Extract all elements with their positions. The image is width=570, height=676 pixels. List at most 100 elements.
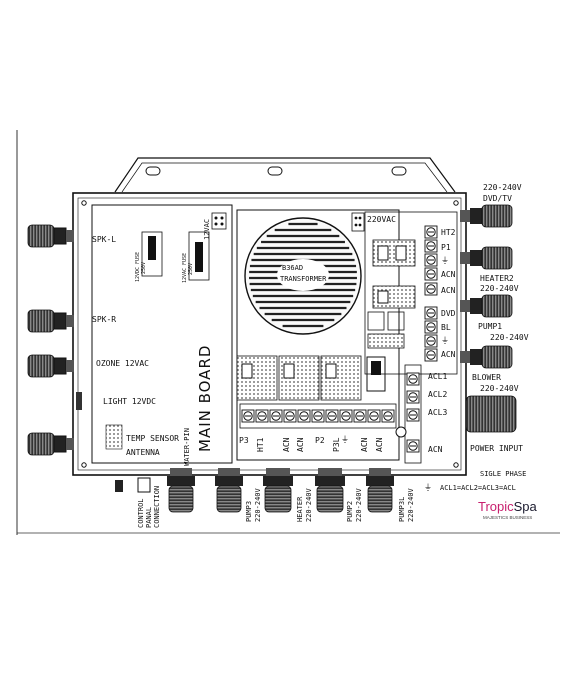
label-acl3: ACL3 xyxy=(428,408,447,417)
fuse-right xyxy=(195,242,203,272)
gland-pump2-thread xyxy=(318,468,342,476)
gland-pump3-thread xyxy=(218,468,240,476)
control-panel-connector-1 xyxy=(115,480,123,492)
labels: SPK-L SPK-R OZONE 12VAC LIGHT 12VDC TEMP… xyxy=(92,183,529,528)
label-pump1: PUMP1 xyxy=(478,322,502,331)
gland-spk-l-nut xyxy=(53,227,67,245)
gland-blower-cap xyxy=(481,345,513,369)
label-fuse-left-2: 250V xyxy=(141,262,147,274)
gland-pump3l-cap xyxy=(367,485,393,513)
gland-pump1-thread xyxy=(460,300,470,312)
gland-pump3-nut xyxy=(215,476,243,486)
gland-temp-sensor-cap xyxy=(27,432,55,456)
label-pump1-v: 220-240V xyxy=(490,333,529,342)
gland-dvd-tv-nut xyxy=(470,208,482,224)
label-pump2-bottom-v: 220-240V xyxy=(355,487,363,522)
gland-pump2-cap xyxy=(316,485,344,513)
label-ht2: HT2 xyxy=(441,228,456,237)
label-power-input: POWER INPUT xyxy=(470,444,523,453)
label-fuse-left-1: 12VDC FUSE xyxy=(135,252,141,282)
label-pump3-bottom-v: 220-240V xyxy=(254,487,262,522)
brand-logo: TropicSpa MAJESTICS BUSINESS xyxy=(478,499,538,520)
gland-pump1-cap xyxy=(481,294,513,318)
gland-ozone-thread xyxy=(66,360,74,372)
gland-spk-r-cap xyxy=(27,309,55,333)
label-single-phase: SIGLE PHASE xyxy=(480,470,526,478)
gland-pump3l-thread xyxy=(369,468,391,476)
label-acn-7: ACN xyxy=(441,350,456,359)
label-bl: BL xyxy=(441,323,451,332)
brand-name: TropicSpa xyxy=(478,499,538,514)
label-ozone: OZONE 12VAC xyxy=(96,359,149,368)
gland-pump3-cap xyxy=(216,485,242,513)
relay-blocks xyxy=(236,239,416,401)
mounting-bracket xyxy=(114,157,456,193)
label-temp-sensor: TEMP SENSOR xyxy=(126,434,179,443)
gland-heater2-thread xyxy=(460,252,470,264)
label-dvd-tv: DVD/TV xyxy=(483,194,512,203)
label-heater-bottom: HEATER xyxy=(296,496,304,522)
label-heater2-v: 220-240V xyxy=(480,284,519,293)
gland-ozone-cap xyxy=(27,354,55,378)
label-p3l: P3L xyxy=(332,437,341,452)
cable-glands xyxy=(27,204,517,513)
label-control-2: PANAL xyxy=(145,507,153,528)
label-pump3-bottom: PUMP3 xyxy=(245,501,253,522)
label-pump2-bottom: PUMP2 xyxy=(346,501,354,522)
gland-temp-sensor-nut xyxy=(53,435,67,453)
label-fuse-right-2: 250V xyxy=(188,263,194,275)
label-dvd: DVD xyxy=(441,309,456,318)
acl-terminal-strip xyxy=(404,364,422,464)
label-acn-8: ACN xyxy=(428,445,443,454)
control-panel-connector-2 xyxy=(137,477,151,493)
label-220vac: 220VAC xyxy=(367,215,396,224)
ground-terminal xyxy=(395,426,407,438)
label-gnd-phase: ⏚ xyxy=(424,483,432,492)
gland-spk-l-thread xyxy=(66,230,74,242)
label-fuse-right-1: 12VAC FUSE xyxy=(182,253,188,283)
gland-blower-nut xyxy=(470,349,482,365)
label-transformer-1: B36AD xyxy=(282,264,303,272)
label-water-pin: WATER-PIN xyxy=(183,428,191,466)
brand-tagline: MAJESTICS BUSINESS xyxy=(483,515,532,520)
gland-pump1-nut xyxy=(470,298,482,314)
label-antenna: ANTENNA xyxy=(126,448,160,457)
label-heater-bottom-v: 220-240V xyxy=(305,487,313,522)
label-acl2: ACL2 xyxy=(428,390,447,399)
fuse-right-holder xyxy=(188,231,210,281)
label-p3: P3 xyxy=(239,436,249,445)
gland-spk-r-thread xyxy=(66,315,74,327)
fuse-left xyxy=(148,236,156,260)
label-gnd-right-2: ⏚ xyxy=(441,336,449,345)
gland-spk-l-cap xyxy=(27,224,55,248)
label-control-3: CONNECTION xyxy=(153,486,161,528)
terminal-blocks xyxy=(239,225,438,464)
label-heater2: HEATER2 xyxy=(480,274,514,283)
label-spk-l: SPK-L xyxy=(92,235,116,244)
gland-dvd-tv-thread xyxy=(460,210,470,222)
gland-heater-thread xyxy=(266,468,290,476)
label-transformer-2: TRANSFORMER xyxy=(280,275,327,283)
label-pump3l-bottom: PUMP3L xyxy=(398,497,406,522)
label-pump3l-bottom-v: 220-240V xyxy=(407,487,415,522)
label-acn-2: ACN xyxy=(296,437,305,452)
gland-bottom-1-nut xyxy=(167,476,195,486)
label-gnd-right: ⏚ xyxy=(441,256,449,265)
label-blower-v: 220-240V xyxy=(480,384,519,393)
gland-power-input xyxy=(465,395,517,433)
label-main-board: MAIN BOARD xyxy=(196,345,214,452)
label-acn-5: ACN xyxy=(441,270,456,279)
label-acn-6: ACN xyxy=(441,286,456,295)
label-ht1: HT1 xyxy=(256,437,265,452)
gland-heater-nut xyxy=(263,476,293,486)
label-acn-1: ACN xyxy=(282,437,291,452)
label-control-1: CONTROL xyxy=(137,498,145,528)
connector-220vac xyxy=(351,212,365,232)
gland-dvd-tv-cap xyxy=(481,204,513,228)
gland-pump3l-nut xyxy=(366,476,394,486)
bottom-terminal-strip xyxy=(239,403,397,429)
label-spk-r: SPK-R xyxy=(92,315,116,324)
gland-ozone-nut xyxy=(53,357,67,375)
gland-heater2-cap xyxy=(481,246,513,270)
